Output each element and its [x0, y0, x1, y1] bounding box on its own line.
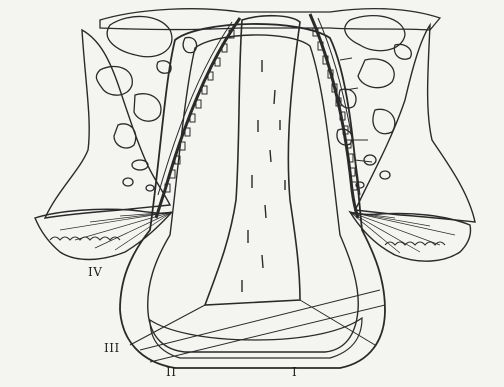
label-ii: II: [166, 365, 176, 379]
right-lip: [350, 212, 471, 261]
right-side-projections: [340, 58, 372, 162]
central-lumen: [205, 16, 300, 305]
inner-bulb: [148, 35, 359, 352]
left-beads: [165, 30, 234, 192]
outer-bulb: [120, 24, 385, 368]
left-cell-cluster: [96, 16, 196, 191]
left-outer-tissue: [45, 30, 170, 218]
label-iii: III: [104, 341, 120, 355]
label-iv: IV: [88, 265, 102, 279]
label-i: I: [292, 365, 297, 379]
top-tissue: [100, 9, 440, 30]
lumen-marks: [242, 60, 285, 292]
